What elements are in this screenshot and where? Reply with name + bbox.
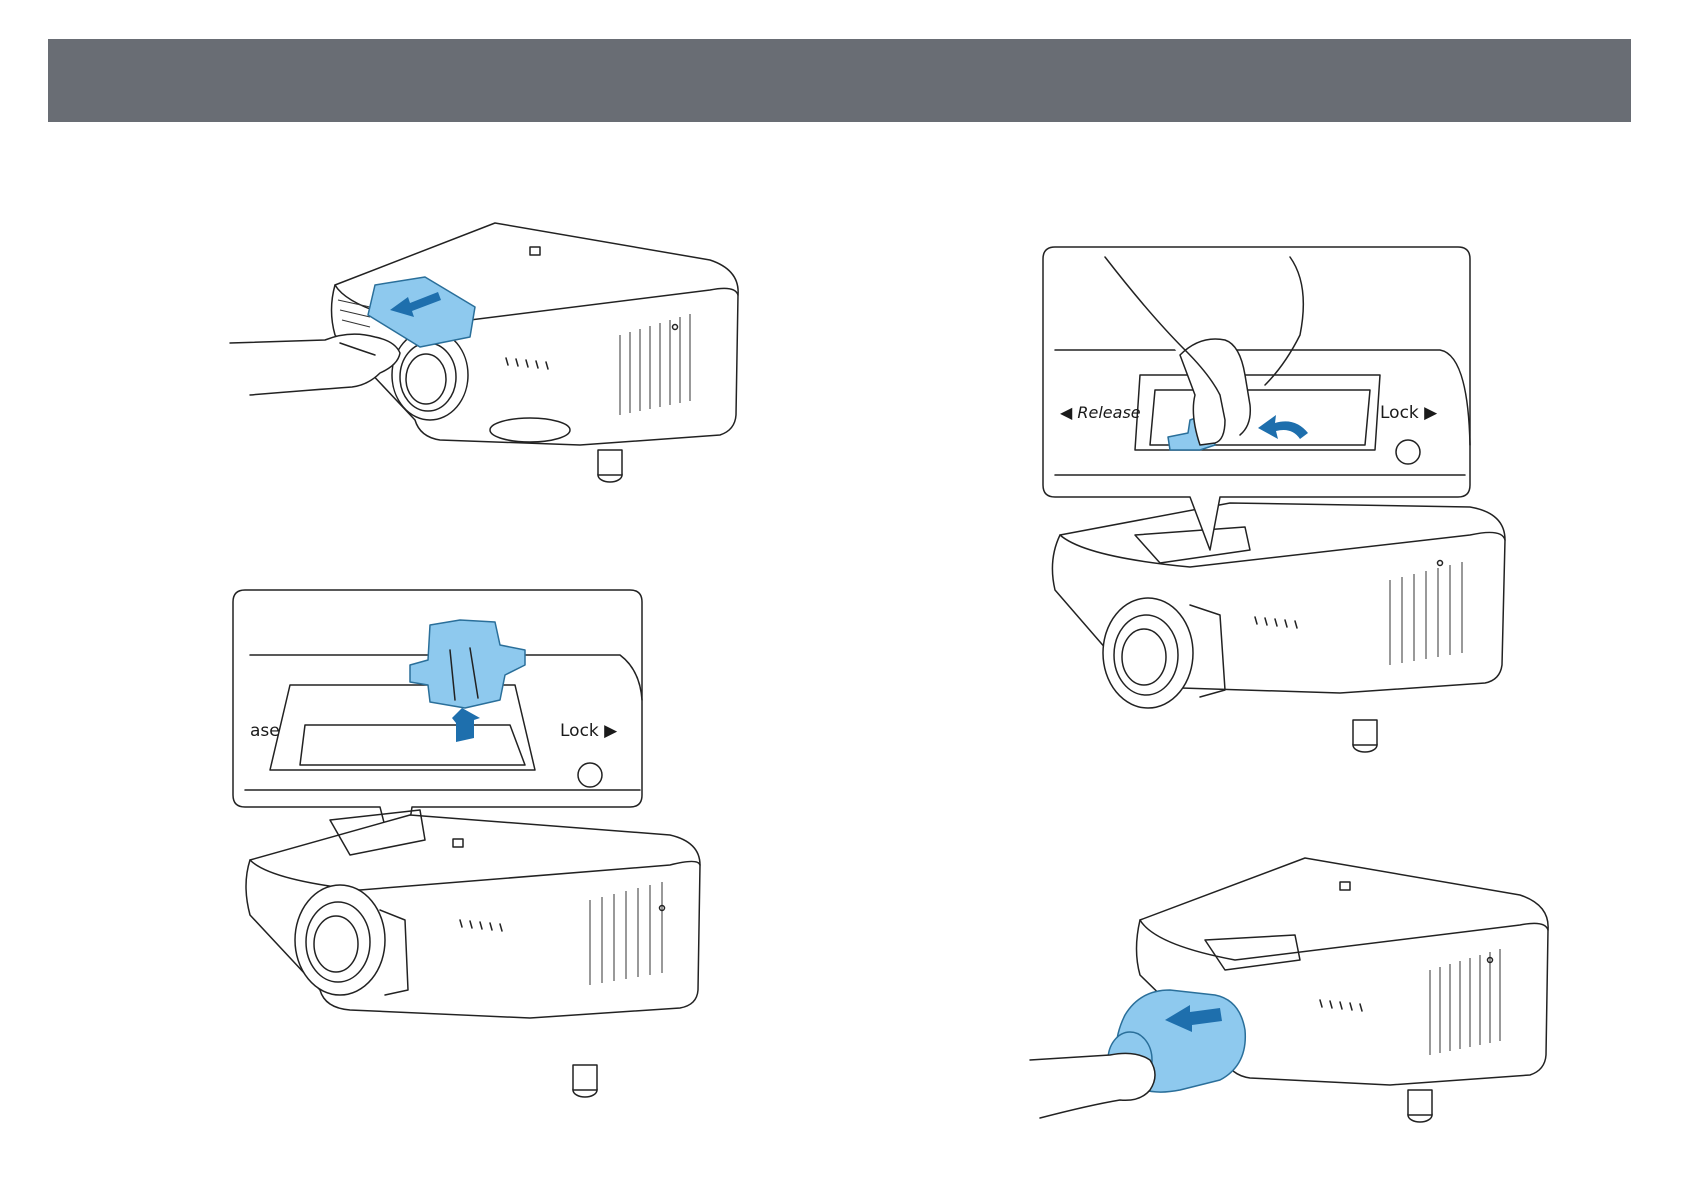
projector-lever-up-illustration: ase Lock ▶ — [230, 590, 750, 1110]
hand-icon — [1030, 1053, 1155, 1118]
projector-remove-cover-illustration — [230, 215, 760, 495]
projector-release-illustration: ◀ Release Lock ▶ — [1040, 245, 1530, 765]
hand-icon — [230, 334, 400, 395]
projector-pull-lens-illustration — [1030, 850, 1540, 1140]
release-label: ◀ Release — [1060, 403, 1141, 422]
release-label: ase — [250, 721, 280, 741]
lock-label: Lock ▶ — [1380, 403, 1438, 423]
lock-label: Lock ▶ — [560, 721, 618, 741]
page-header-bar — [48, 39, 1631, 122]
